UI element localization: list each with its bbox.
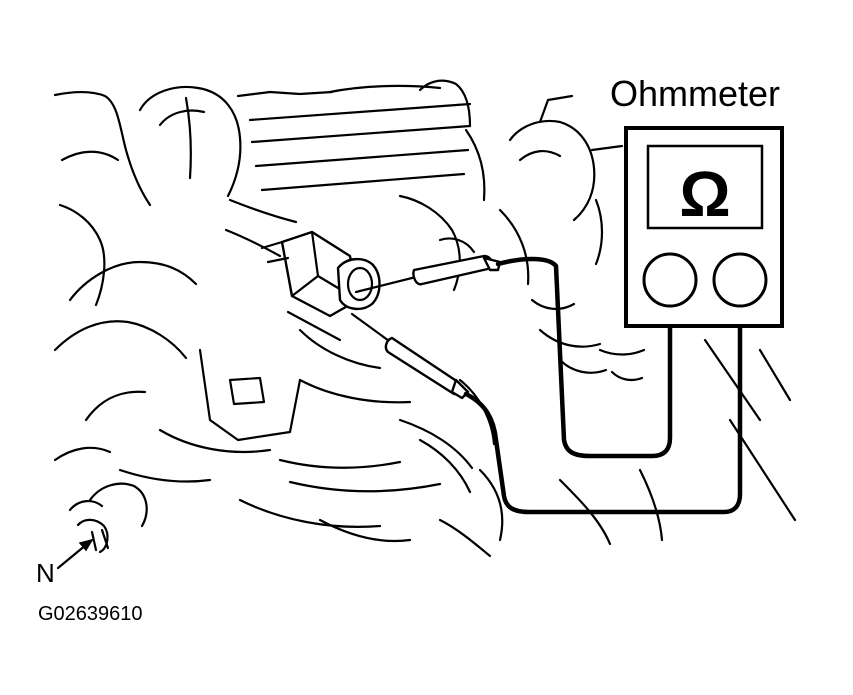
ohmmeter-jack-left	[642, 252, 698, 308]
engine-sketch	[53, 79, 797, 558]
front-marker-label: N	[36, 558, 55, 588]
sensor-connector	[260, 230, 381, 342]
test-lead-upper	[495, 256, 673, 459]
test-lead-lower	[463, 299, 743, 515]
ohmmeter-symbol: Ω	[679, 158, 730, 230]
probe-upper	[354, 254, 502, 294]
ohmmeter-display	[646, 144, 764, 230]
ohmmeter-jack-right	[712, 252, 768, 308]
ohmmeter-label: Ohmmeter	[610, 73, 780, 114]
figure-code: G02639610	[38, 603, 143, 625]
front-direction-arrow-icon	[56, 538, 94, 570]
ohmmeter-icon	[624, 126, 784, 328]
probe-lower	[350, 312, 470, 400]
